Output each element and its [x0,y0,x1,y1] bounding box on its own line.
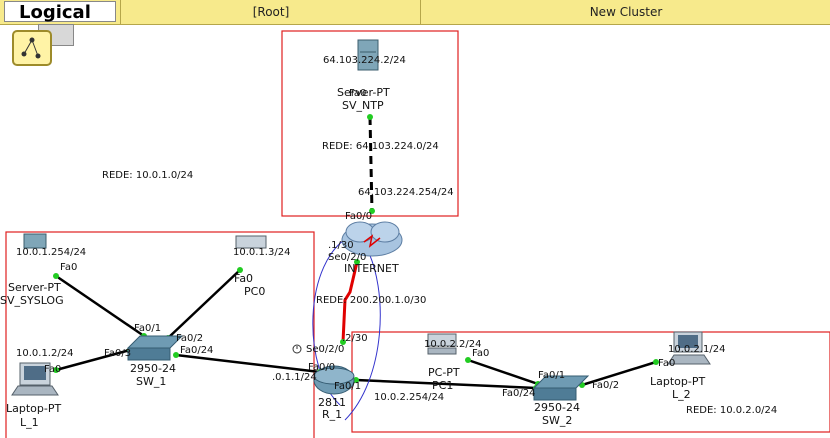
internet-name: INTERNET [344,262,399,275]
r1-se-ip: .2/30 [342,333,368,344]
r1-se-port: Se0/2/0 [306,344,345,355]
clock-icon [292,344,302,354]
sw2-p2: Fa0/2 [592,380,620,391]
link-syslog-sw1[interactable] [55,274,145,338]
lan1-network-label: REDE: 10.0.1.0/24 [102,170,194,181]
server-icon[interactable] [23,233,47,249]
pc0-name: PC0 [244,285,266,298]
pc1-model: PC-PT [428,366,460,379]
server-icon[interactable] [357,39,379,71]
laptop1-model: Laptop-PT [6,402,62,415]
sv-ntp-model: Server-PT [337,86,390,99]
syslog-model: Server-PT [8,281,61,294]
ntp-network-label: REDE: 64.103.224.0/24 [322,141,439,152]
sw1-p3: Fa0/3 [104,348,132,359]
link-sw1-r1[interactable] [175,353,321,374]
sw1-name: SW_1 [136,375,167,388]
sw2-name: SW_2 [542,414,573,427]
r1-fa0-port: Fa0/0 [308,362,336,373]
sv-ntp-name: SV_NTP [342,99,384,112]
link-ntp-internet[interactable] [368,116,374,213]
sw2-p24: Fa0/24 [502,388,536,399]
cluster-box-lan1 [5,231,315,438]
pc0-port: Fa0 [234,272,254,285]
link-pc0-sw1[interactable] [167,269,241,339]
internet-se-ip: .1/30 [328,240,354,251]
cloud-icon[interactable] [341,221,403,257]
sw1-model: 2950-24 [130,362,176,375]
laptop2-model: Laptop-PT [650,375,706,388]
sw2-p1: Fa0/1 [538,370,566,381]
r1-fa1-port: Fa0/1 [334,381,362,392]
syslog-port: Fa0 [60,262,78,273]
pc-icon[interactable] [427,333,457,355]
link-laptop1-sw1[interactable] [55,348,131,372]
router-icon[interactable] [313,365,355,395]
pc1-ip: 10.0.2.2/24 [424,339,482,350]
laptop2-port: Fa0 [658,358,676,369]
laptop1-port: Fa0 [44,364,62,375]
link-serial-wan[interactable] [341,261,359,343]
syslog-name: SV_SYSLOG [0,294,64,307]
root-button[interactable]: [Root] [120,0,421,24]
sv-ntp-ip: 64.103.224.2/24 [323,55,406,66]
switch-icon[interactable] [532,375,590,401]
link-loop-right [344,244,381,421]
laptop-icon[interactable] [667,331,711,365]
pc-icon[interactable] [235,235,267,249]
cluster-box-ntp [281,30,459,217]
new-cluster-button[interactable]: New Cluster [420,0,830,24]
switch-icon[interactable] [126,335,184,361]
lan2-network-label: REDE: 10.0.2.0/24 [686,405,778,416]
pc1-name: PC1 [432,379,454,392]
laptop1-name: L_1 [20,416,39,429]
internet-fa-port: Fa0/0 [345,211,373,222]
logical-tab[interactable]: Logical [4,1,116,23]
laptop2-name: L_2 [672,388,691,401]
link-r1-sw2[interactable] [355,378,537,390]
laptop1-ip: 10.0.1.2/24 [16,348,74,359]
sw1-p1: Fa0/1 [134,323,162,334]
r1-fa1-ip: 10.0.2.254/24 [374,392,445,403]
sw2-model: 2950-24 [534,401,580,414]
internet-se-port: Se0/2/0 [328,252,367,263]
link-pc1-sw2[interactable] [467,358,539,386]
workspace-toolbar: Logical [Root] New Cluster [0,0,830,25]
sw1-p2: Fa0/2 [176,333,204,344]
link-laptop2-sw2[interactable] [581,360,657,387]
pc0-ip: 10.0.1.3/24 [233,247,291,258]
r1-model: 2811 [318,396,346,409]
wan-network-label: REDE: 200.200.1.0/30 [316,295,427,306]
cluster-navigation-icon[interactable] [12,30,52,66]
r1-fa0-ip: .0.1.1/24 [272,372,317,383]
syslog-ip: 10.0.1.254/24 [16,247,87,258]
internet-fa-ip: 64.103.224.254/24 [358,187,454,198]
r1-name: R_1 [322,408,343,421]
laptop-icon[interactable] [11,362,59,396]
laptop2-ip: 10.0.2.1/24 [668,344,726,355]
sv-ntp-port: Fa0 [349,88,367,99]
pc1-port: Fa0 [472,348,490,359]
sw1-p24: Fa0/24 [180,345,214,356]
